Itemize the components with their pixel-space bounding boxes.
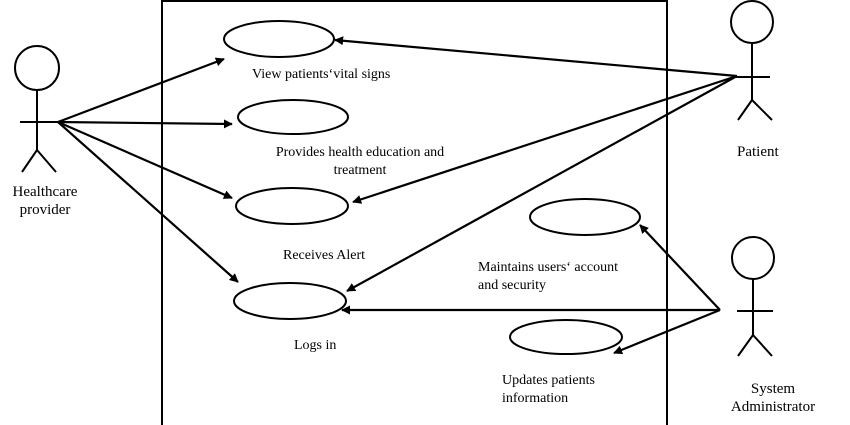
usecase-logs-in[interactable] <box>233 282 347 320</box>
assoc-patient-logs-in <box>346 75 738 292</box>
label-health-education-line1: Provides health education and <box>275 145 445 160</box>
actor-patient[interactable] <box>730 0 774 121</box>
label-admin-line2: Administrator <box>730 399 816 415</box>
label-patient: Patient <box>737 144 779 160</box>
label-health-education-line2: treatment <box>333 163 387 178</box>
actor-healthcare-provider[interactable] <box>14 45 60 173</box>
usecase-receives-alert[interactable] <box>235 187 349 225</box>
label-maintains-accounts: Maintains users‘ account and security <box>478 259 618 295</box>
label-system-administrator: System Administrator <box>718 380 828 416</box>
usecase-health-education[interactable] <box>237 99 349 135</box>
assoc-hcp-receives-alert <box>57 120 233 200</box>
label-maintains-line2: and security <box>478 278 547 293</box>
label-healthcare-line2: provider <box>19 202 71 218</box>
actor-system-administrator[interactable] <box>731 236 775 357</box>
assoc-hcp-logs-in <box>57 121 239 283</box>
system-boundary <box>161 0 668 425</box>
assoc-admin-maintains <box>639 224 721 311</box>
label-maintains-line1: Maintains users‘ account <box>478 260 618 275</box>
assoc-hcp-health-education <box>57 119 233 129</box>
label-updates-line1: Updates patients <box>502 373 595 388</box>
label-logs-in: Logs in <box>294 338 337 353</box>
assoc-admin-updates <box>613 308 721 355</box>
label-healthcare-line1: Healthcare <box>12 184 78 200</box>
label-receives-alert: Receives Alert <box>283 248 366 263</box>
usecase-updates-info[interactable] <box>509 319 623 355</box>
label-healthcare-provider: Healthcare provider <box>5 183 85 219</box>
label-view-vitals: View patients‘vital signs <box>252 67 391 82</box>
label-admin-line1: System <box>750 381 796 397</box>
label-health-education: Provides health education and treatment <box>262 144 458 180</box>
usecase-view-vitals[interactable] <box>223 20 335 58</box>
assoc-patient-receives-alert <box>352 74 738 204</box>
usecase-maintains-accounts[interactable] <box>529 198 641 236</box>
assoc-hcp-view-vitals <box>57 57 225 124</box>
assoc-patient-view-vitals <box>334 36 738 78</box>
label-updates-line2: information <box>502 391 569 406</box>
label-updates-info: Updates patients information <box>502 372 595 408</box>
